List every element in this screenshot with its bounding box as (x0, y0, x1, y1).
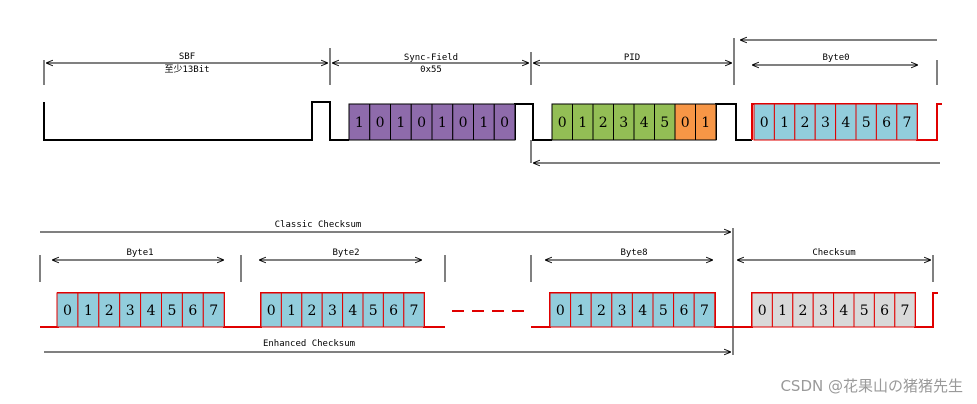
byte1-bit-value: 6 (188, 303, 197, 319)
checksum-bit-cell (894, 292, 916, 328)
byte2-bit-value: 6 (389, 303, 398, 319)
byte2-bit-value: 5 (369, 303, 378, 319)
sync-bit-value: 1 (396, 115, 405, 131)
byte0-bit-value: 2 (801, 115, 810, 131)
byte0-bit-value: 5 (862, 115, 871, 131)
checksum-bit-value: 6 (880, 303, 889, 319)
sync-field-value: 0x55 (420, 65, 442, 75)
checksum-bit-value: 3 (819, 303, 828, 319)
watermark: CSDN @花果山の猪猪先生 (780, 377, 963, 395)
byte8-bit-value: 6 (679, 303, 688, 319)
byte8-bit-value: 4 (638, 303, 647, 319)
sync-bit-value: 1 (479, 115, 488, 131)
pid-label: PID (624, 53, 640, 63)
checksum-bit-value: 4 (839, 303, 848, 319)
byte1-bit-cell (202, 292, 225, 328)
sync-to-pid-signal (514, 103, 552, 141)
byte8-bit-value: 3 (618, 303, 627, 319)
sync-bit-cell (493, 103, 516, 141)
checksum-bit-value: 5 (860, 303, 869, 319)
sbf-signal (43, 101, 349, 141)
byte2-bit-value: 7 (410, 303, 419, 319)
pid-to-byte0-signal (715, 103, 752, 141)
byte1-bit-value: 4 (147, 303, 156, 319)
byte1-bit-value: 3 (126, 303, 135, 319)
pid-id-bit-value: 0 (558, 115, 567, 131)
byte0-bit-value: 4 (841, 115, 850, 131)
byte1-bit-value: 5 (167, 303, 176, 319)
byte8-bit-value: 5 (659, 303, 668, 319)
pid-parity-bit-cell (695, 103, 717, 141)
checksum-bit-value: 0 (758, 303, 767, 319)
sync-bit-value: 0 (376, 115, 385, 131)
byte0-bit-cell (896, 103, 918, 141)
byte0-label: Byte0 (822, 53, 849, 63)
pid-id-bit-value: 4 (640, 115, 649, 131)
byte0-bit-value: 6 (882, 115, 891, 131)
byte0-bit-value: 1 (780, 115, 789, 131)
byte1-bit-value: 2 (105, 303, 114, 319)
sync-field-label: Sync-Field (404, 53, 458, 63)
checksum-bit-value: 2 (799, 303, 808, 319)
byte2-bit-value: 2 (308, 303, 317, 319)
byte2-bit-value: 3 (328, 303, 337, 319)
pid-parity-bit-value: 0 (681, 115, 690, 131)
pid-id-bit-value: 2 (599, 115, 608, 131)
sync-bit-value: 1 (355, 115, 364, 131)
checksum-bit-value: 1 (778, 303, 787, 319)
pid-parity-bit-value: 1 (701, 115, 710, 131)
classic-checksum-label: Classic Checksum (275, 220, 362, 230)
sync-bit-value: 1 (438, 115, 447, 131)
checksum-label: Checksum (812, 248, 855, 258)
byte1-bit-value: 7 (209, 303, 218, 319)
byte0-bit-value: 3 (821, 115, 830, 131)
byte2-bit-value: 0 (267, 303, 276, 319)
pid-id-bit-value: 3 (619, 115, 628, 131)
byte8-bit-cell (693, 292, 716, 328)
byte8-label: Byte8 (620, 248, 647, 258)
byte8-bit-value: 1 (576, 303, 585, 319)
byte1-bit-value: 0 (63, 303, 72, 319)
checksum-bit-value: 7 (901, 303, 910, 319)
sbf-label: SBF (179, 52, 195, 62)
byte0-bit-value: 0 (760, 115, 769, 131)
byte8-bit-value: 7 (700, 303, 709, 319)
byte1-bit-value: 1 (84, 303, 93, 319)
byte2-bit-cell (403, 292, 425, 328)
byte8-bit-value: 0 (556, 303, 565, 319)
byte2-bit-value: 1 (287, 303, 296, 319)
pid-id-bit-value: 5 (660, 115, 669, 131)
byte2-bit-value: 4 (348, 303, 357, 319)
sync-bit-value: 0 (500, 115, 509, 131)
byte2-label: Byte2 (332, 248, 359, 258)
pid-id-bit-value: 1 (578, 115, 587, 131)
sbf-sublabel: 至少13Bit (164, 64, 209, 75)
sync-bit-value: 0 (459, 115, 468, 131)
enhanced-checksum-label: Enhanced Checksum (263, 339, 355, 349)
byte0-bit-value: 7 (903, 115, 912, 131)
byte1-label: Byte1 (126, 248, 153, 258)
sync-bit-value: 0 (417, 115, 426, 131)
byte8-bit-value: 2 (597, 303, 606, 319)
